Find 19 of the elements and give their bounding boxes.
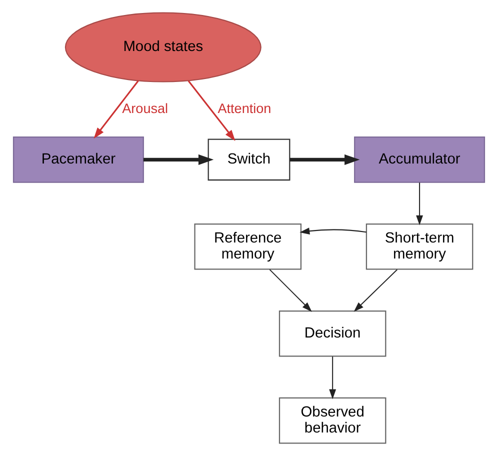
node-box: Accumulator <box>354 136 486 183</box>
arrow <box>269 269 312 312</box>
arrow <box>143 154 214 165</box>
node-box: Short-term memory <box>366 223 474 270</box>
arrow <box>329 356 336 400</box>
node-box: Reference memory <box>194 223 302 270</box>
arrow <box>354 269 398 312</box>
node-box: Observed behavior <box>278 397 386 444</box>
node-box: Switch <box>208 138 290 181</box>
arrow <box>290 154 360 165</box>
arrow <box>416 182 424 226</box>
edge-label: Attention <box>218 100 272 116</box>
edge-label: Arousal <box>122 100 168 116</box>
arrow <box>94 80 139 139</box>
node-box: Pacemaker <box>12 136 144 183</box>
arrow <box>300 228 366 234</box>
node-ellipse: Mood states <box>64 12 262 82</box>
arrow <box>188 80 236 141</box>
node-box: Decision <box>278 310 386 357</box>
